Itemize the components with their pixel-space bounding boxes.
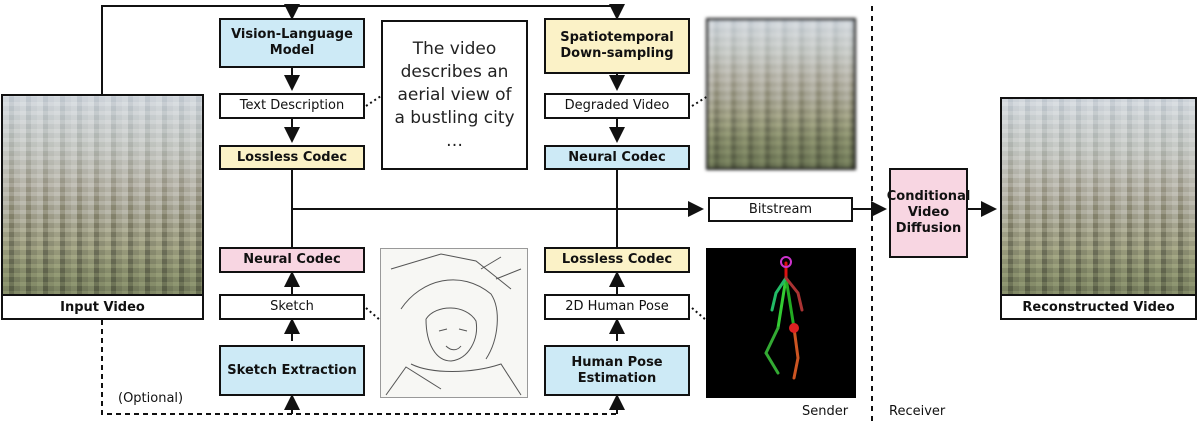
human-pose-estimation-box: Human Pose Estimation	[544, 345, 690, 396]
sender-label: Sender	[802, 404, 849, 419]
lossless-codec-bottom-box: Lossless Codec	[544, 247, 690, 273]
degraded-video-box: Degraded Video	[544, 93, 690, 119]
spatiotemporal-downsampling-box: Spatiotemporal Down-sampling	[544, 18, 690, 74]
sketch-image	[380, 248, 528, 398]
reconstructed-video-caption: Reconstructed Video	[1002, 294, 1195, 318]
human-pose-2d-box: 2D Human Pose	[544, 294, 690, 320]
neural-codec-bottom-box: Neural Codec	[219, 247, 365, 273]
neural-codec-top-box: Neural Codec	[544, 145, 690, 170]
bitstream-box: Bitstream	[708, 197, 853, 222]
degraded-video-image	[706, 18, 856, 170]
vision-language-model-box: Vision-Language Model	[219, 18, 365, 68]
lossless-codec-top-box: Lossless Codec	[219, 145, 365, 170]
sketch-drawing-icon	[385, 253, 522, 396]
sketch-box: Sketch	[219, 294, 365, 320]
conditional-video-diffusion-box: Conditional Video Diffusion	[887, 168, 970, 258]
human-pose-image	[706, 248, 856, 398]
receiver-label: Receiver	[889, 404, 946, 419]
input-video-frame: Input Video	[1, 94, 204, 320]
text-description-box: Text Description	[219, 93, 365, 119]
input-video-caption: Input Video	[3, 294, 202, 318]
reconstructed-video-frame: Reconstructed Video	[1000, 97, 1197, 320]
sketch-extraction-box: Sketch Extraction	[219, 345, 365, 396]
optional-label: (Optional)	[118, 391, 184, 406]
text-description-example: The video describes an aerial view of a …	[381, 20, 528, 170]
pose-skeleton-icon	[764, 256, 804, 380]
